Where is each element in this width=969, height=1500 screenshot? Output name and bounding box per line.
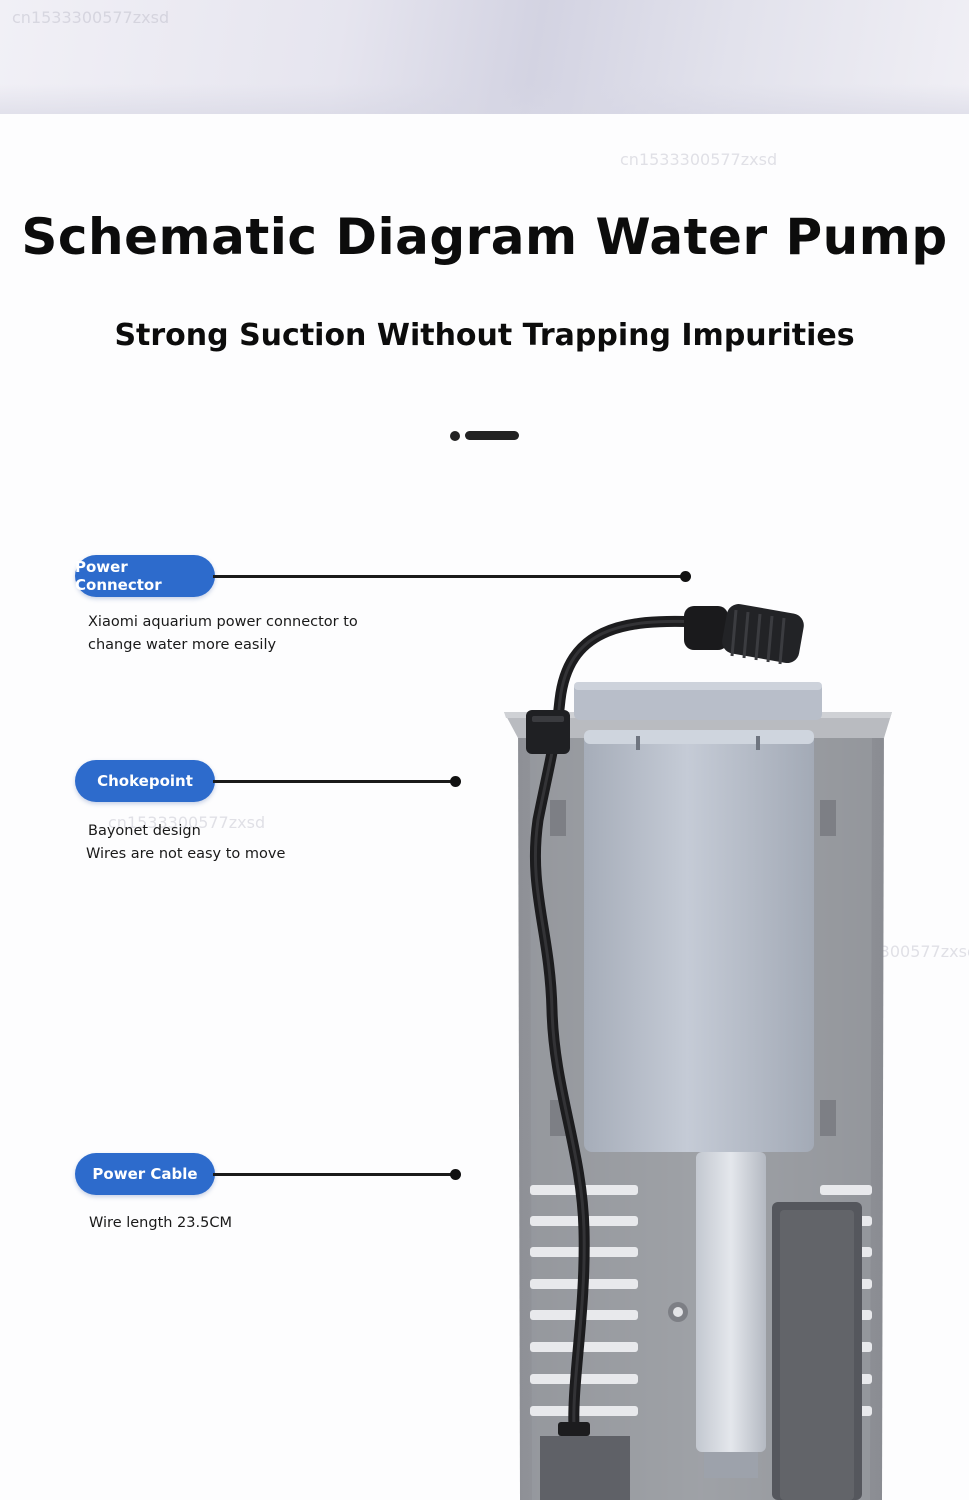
callout-pill-power-connector: Power Connector xyxy=(75,555,215,597)
callout-leader-dot xyxy=(450,1169,461,1180)
callout-description: Bayonet design Wires are not easy to mov… xyxy=(86,820,286,866)
callout-description-line: Wire length 23.5CM xyxy=(89,1215,232,1231)
carousel-dot[interactable] xyxy=(450,431,460,441)
watermark-text: cn1533300577zxsd xyxy=(108,813,266,832)
callout-description-line: change water more easily xyxy=(88,637,277,653)
callout-leader-line xyxy=(213,1173,456,1176)
water-pump-illustration xyxy=(504,604,892,1500)
callout-leader-dot xyxy=(680,571,691,582)
pump-outlet-tube xyxy=(696,1152,766,1452)
page-title: Schematic Diagram Water Pump xyxy=(21,208,948,266)
pump-lid xyxy=(574,682,822,720)
callout-pill-chokepoint: Chokepoint xyxy=(75,760,215,802)
carousel-dot-active[interactable] xyxy=(465,431,519,440)
top-photo-band xyxy=(0,0,969,114)
watermark-text: cn1533300577zxsd xyxy=(12,8,170,27)
callout-description-line: Xiaomi aquarium power connector to xyxy=(88,614,358,630)
callout-description-line: Bayonet design xyxy=(88,823,201,839)
page-subtitle: Strong Suction Without Trapping Impuriti… xyxy=(114,318,855,353)
callout-leader-line xyxy=(213,780,456,783)
callout-description-line: Wires are not easy to move xyxy=(86,846,286,862)
pump-cover xyxy=(584,730,814,1152)
callout-leader-line xyxy=(213,575,685,578)
callout-pill-power-cable: Power Cable xyxy=(75,1153,215,1195)
callout-description: Wire length 23.5CM xyxy=(89,1212,232,1235)
grill-slots-left xyxy=(530,1185,638,1416)
power-connector-plug xyxy=(684,604,804,665)
callout-description: Xiaomi aquarium power connector to chang… xyxy=(88,611,358,657)
callout-leader-dot xyxy=(450,776,461,787)
watermark-text: cn1533300577zxsd xyxy=(620,150,778,169)
